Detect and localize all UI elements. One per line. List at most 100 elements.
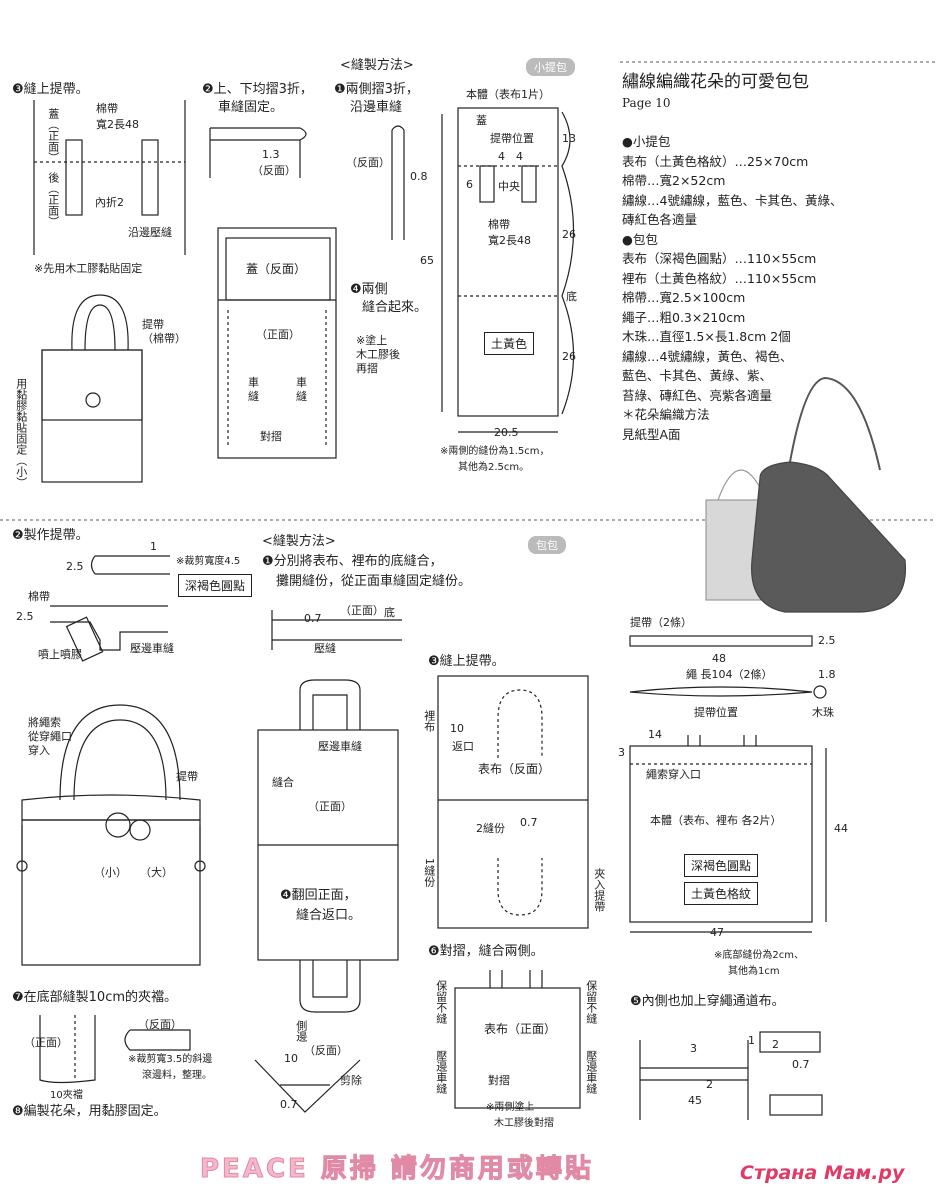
insert-handle-label: 夾入提帶 bbox=[592, 868, 606, 912]
step4-title-bottom-2: 縫合返口。 bbox=[296, 908, 362, 923]
front-label-seam: （正面） bbox=[340, 604, 384, 617]
rope-length-label: 繩 長104（2條） bbox=[686, 668, 773, 681]
dim-14: 14 bbox=[648, 728, 662, 741]
step1-title-top-2: 沿邊車縫 bbox=[350, 100, 403, 115]
tape-label-bottom: 棉帶 bbox=[28, 590, 50, 603]
body-cover-label: 蓋 bbox=[476, 114, 487, 127]
method-title-top: <縫製方法> bbox=[340, 58, 414, 73]
body-label-bottom: 本體（表布、裡布 各2片） bbox=[650, 814, 782, 827]
dim-0-7b: 0.7 bbox=[520, 816, 538, 829]
sew-label-1: 車縫 bbox=[248, 376, 259, 403]
cover-reverse-label: 蓋（反面） bbox=[246, 262, 307, 276]
dim-3: 3 bbox=[618, 746, 625, 759]
fold2-label: 內折2 bbox=[95, 196, 124, 209]
dim-0-7c: 0.7 bbox=[280, 1098, 298, 1111]
dim-4a: 4 bbox=[498, 150, 505, 163]
step5-title: ❺內側也加上穿繩通道布。 bbox=[630, 994, 785, 1009]
edge-sew-right: 壓邊車縫 bbox=[584, 1050, 598, 1094]
center-label: 中央 bbox=[498, 180, 520, 193]
dim-1-3: 1.3 bbox=[262, 148, 280, 161]
dim-2-5: 2.5 bbox=[66, 560, 84, 573]
step2-title-top: ❷上、下均摺3折， bbox=[202, 82, 313, 97]
dim-26a: 26 bbox=[562, 228, 576, 241]
return-opening-label: 返口 bbox=[452, 740, 474, 753]
materials-line: 木珠…直徑1.5×長1.8cm 2個 bbox=[622, 329, 791, 344]
materials-line: ＊花朵編織方法 bbox=[622, 407, 710, 422]
step6-title: ❻對摺，縫合兩側。 bbox=[428, 944, 544, 959]
dim-26b: 26 bbox=[562, 350, 576, 363]
glue-fold-note: ※兩側塗上 bbox=[486, 1102, 535, 1113]
dim-20-5: 20.5 bbox=[494, 426, 519, 439]
edge-press-bottom: 壓邊車縫 bbox=[318, 740, 362, 753]
reverse-label-1: （反面） bbox=[252, 164, 296, 177]
materials-line: 磚紅色各適量 bbox=[622, 212, 698, 227]
seam-note-bottom: ※底部縫份為2cm、 bbox=[714, 950, 804, 961]
large-flower-label: （大） bbox=[140, 866, 173, 879]
step1-title-bottom-2: 攤開縫份，從正面車縫固定縫份。 bbox=[276, 574, 472, 589]
edge-sew-left: 壓邊車縫 bbox=[434, 1050, 448, 1094]
materials-line: 棉帶…寬2×52cm bbox=[622, 173, 726, 188]
materials-line: 苔綠、磚紅色、亮紫各適量 bbox=[622, 387, 773, 403]
dim-13: 13 bbox=[562, 132, 576, 145]
cut-note: ※裁剪寬度4.5 bbox=[176, 556, 241, 567]
edge-sew-label: 壓邊車縫 bbox=[130, 642, 174, 655]
reverse-label-gusset: （反面） bbox=[138, 1018, 182, 1031]
step3-title-bottom: ❸縫上提帶。 bbox=[428, 654, 505, 669]
reverse-label-2: （反面） bbox=[346, 156, 390, 169]
handle-pos-bottom: 提帶位置 bbox=[694, 706, 738, 719]
rope-note: 將繩索從穿繩口穿入 bbox=[28, 716, 72, 757]
pill-bag: 包包 bbox=[528, 536, 566, 554]
seam-note-bottom-2: 其他為1cm bbox=[728, 966, 780, 977]
page-number: Page 10 bbox=[622, 96, 671, 110]
bias-note-2: 滾邊料，整理。 bbox=[142, 1070, 212, 1081]
seam-note-top-2: 其他為2.5cm。 bbox=[458, 462, 530, 473]
dim-10: 10 bbox=[450, 722, 464, 735]
outer-reverse-label: 表布（反面） bbox=[478, 762, 551, 776]
step1-title-bottom: ❶分別將表布、裡布的底縫合， bbox=[262, 554, 443, 569]
join-label: 縫合 bbox=[272, 776, 294, 789]
color-box-dark: 深褐色圓點 bbox=[178, 574, 253, 597]
keep-unsewn-right: 保留不縫 bbox=[584, 980, 598, 1024]
bottom-label-seam: 底 bbox=[384, 606, 395, 619]
materials-line: 藍色、卡其色、黃綠、紫、 bbox=[622, 368, 773, 383]
dim-1: 1 bbox=[150, 540, 157, 553]
materials-line: 繡線…4號繡線，藍色、卡其色、黃綠、 bbox=[622, 192, 843, 208]
dim-2b: 2 bbox=[706, 1078, 713, 1091]
step4-title-top: ❹兩側 bbox=[350, 282, 388, 297]
bias-note: ※裁剪寬3.5的斜邊 bbox=[128, 1054, 213, 1065]
front-label-gusset: （正面） bbox=[24, 1036, 68, 1049]
front-label-top: （正面） bbox=[256, 328, 300, 341]
glue-note: ※先用木工膠黏貼固定 bbox=[34, 262, 143, 275]
bead-label: 木珠 bbox=[812, 706, 834, 719]
step4-title-top-2: 縫合起來。 bbox=[362, 300, 428, 315]
dim-48: 48 bbox=[712, 652, 726, 665]
handle-count-label: 提帶（2條） bbox=[630, 616, 692, 629]
body-label-top: 本體（表布1片） bbox=[466, 88, 550, 101]
dim-2-5b: 2.5 bbox=[16, 610, 34, 623]
handle-label-bottom: 提帶 bbox=[176, 770, 198, 783]
dim-1b: 1 bbox=[748, 1034, 755, 1047]
color-box-yellow: 土黃色 bbox=[484, 332, 535, 355]
color-box-yellow-2: 土黃色格紋 bbox=[684, 882, 759, 905]
dim-1-8: 1.8 bbox=[818, 668, 836, 681]
dim-65: 65 bbox=[420, 254, 434, 267]
handle-label: 提帶（棉帶） bbox=[142, 318, 186, 345]
cut-off-label: 剪除 bbox=[340, 1074, 362, 1087]
seam1-label: 1縫份 bbox=[422, 858, 436, 887]
dim-0-7: 0.7 bbox=[304, 612, 322, 625]
tape2-size: 寬2長48 bbox=[488, 234, 531, 247]
materials-line: 表布（深褐色圓點）…110×55cm bbox=[622, 251, 817, 266]
step8-title: ❽編製花朵，用黏膠固定。 bbox=[12, 1104, 167, 1119]
step2-title-bottom: ❷製作提帶。 bbox=[12, 528, 89, 543]
seam2-label: 2縫份 bbox=[476, 822, 505, 835]
materials-line: ●小提包 bbox=[622, 134, 671, 149]
small-flower-label: （小） bbox=[94, 866, 127, 879]
dim-4b: 4 bbox=[516, 150, 523, 163]
dim-44: 44 bbox=[834, 822, 848, 835]
edge-press-label: 沿邊壓縫 bbox=[128, 226, 172, 239]
tape2-label: 棉帶 bbox=[488, 218, 510, 231]
dim-2-5c: 2.5 bbox=[818, 634, 836, 647]
outer-front-label: 表布（正面） bbox=[484, 1022, 557, 1036]
